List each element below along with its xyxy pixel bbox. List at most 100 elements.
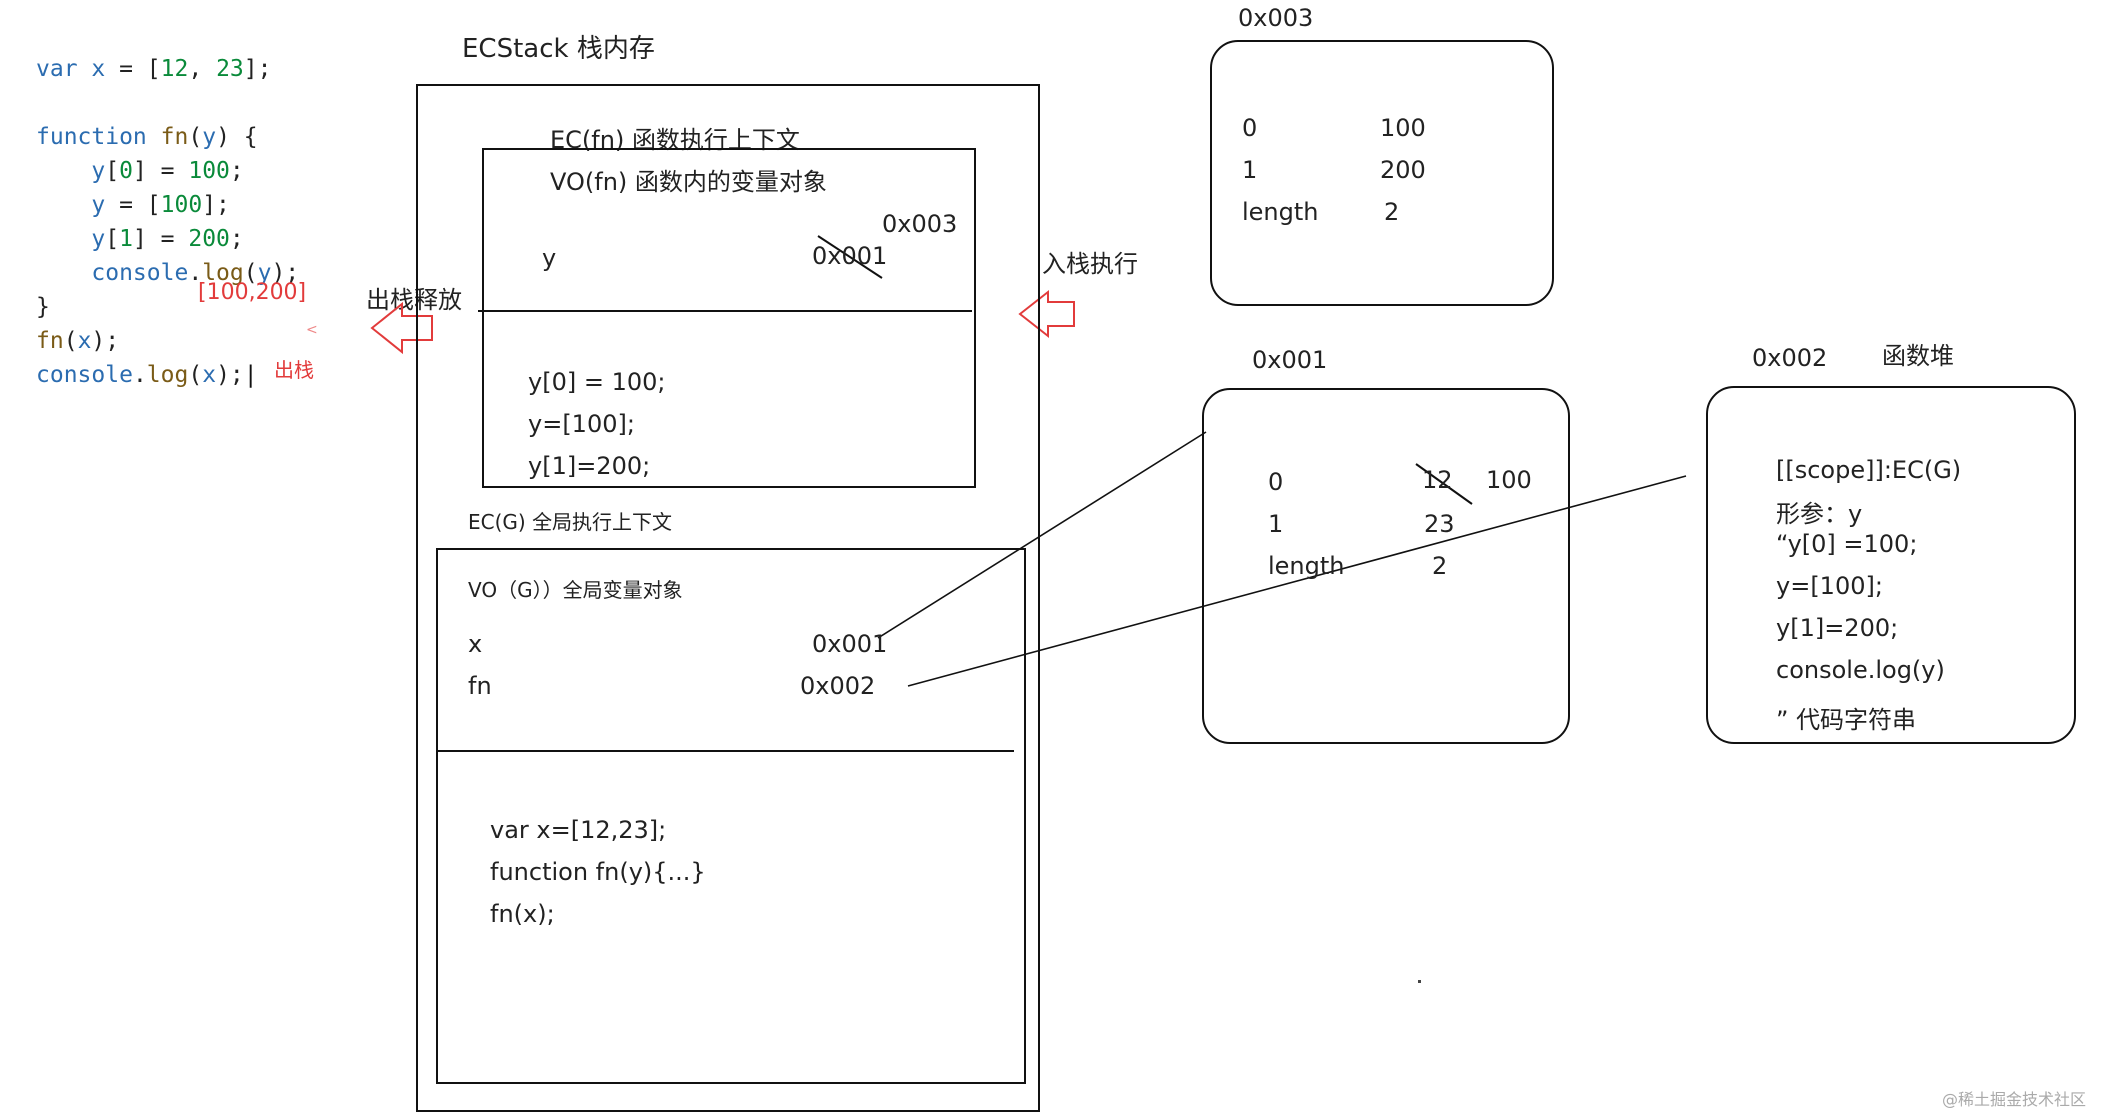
pointer-fn-to-0x002 bbox=[907, 475, 1687, 687]
ec-fn-code-line: y=[100]; bbox=[528, 410, 635, 438]
code-annotation-pop: 出栈 bbox=[274, 358, 314, 382]
vo-g-var-address: 0x001 bbox=[812, 630, 888, 658]
code-annotation-result: [100,200] bbox=[198, 280, 307, 305]
ecstack-box bbox=[416, 84, 1040, 1112]
ecstack-title: ECStack 栈内存 bbox=[462, 34, 655, 64]
code-line-7: } bbox=[36, 290, 299, 324]
vo-fn-var-y: y bbox=[542, 244, 557, 272]
heap-0x002-box bbox=[1706, 386, 2076, 744]
ec-g-code-line: function fn(y){...} bbox=[490, 858, 706, 886]
heap-0x001-key: 1 bbox=[1268, 510, 1284, 538]
heap-0x001-key: length bbox=[1268, 552, 1345, 580]
ec-g-code-line: fn(x); bbox=[490, 900, 555, 928]
heap-0x003-value: 100 bbox=[1380, 114, 1426, 142]
heap-0x002-label: 0x002 bbox=[1752, 344, 1828, 372]
code-punc: ); bbox=[216, 362, 244, 388]
code-number: 12 bbox=[160, 56, 189, 82]
vo-g-var-name: x bbox=[468, 630, 483, 658]
heap-0x003-key: length bbox=[1242, 198, 1319, 226]
code-punc: , bbox=[188, 56, 217, 82]
code-punc: ); bbox=[271, 260, 300, 286]
code-method: log bbox=[202, 260, 244, 286]
code-identifier: x bbox=[77, 328, 92, 354]
heap-0x001-label: 0x001 bbox=[1252, 346, 1328, 374]
heap-0x003-value: 2 bbox=[1384, 198, 1400, 226]
ec-g-divider bbox=[436, 750, 1014, 752]
code-param: y bbox=[202, 124, 217, 150]
code-identifier: y bbox=[91, 226, 106, 252]
code-object: console bbox=[36, 362, 133, 388]
code-line-6: console.log(y); bbox=[36, 256, 299, 290]
heap-0x003-label: 0x003 bbox=[1238, 4, 1314, 32]
code-line-1: var x = [12, 23]; bbox=[36, 52, 299, 86]
heap-0x002-line: ” 代码字符串 bbox=[1776, 706, 1917, 734]
code-punc: . bbox=[188, 260, 203, 286]
code-function-name: fn bbox=[160, 124, 189, 150]
heap-0x002-line: “y[0] =100; bbox=[1776, 530, 1918, 558]
vo-g-var-name: fn bbox=[468, 672, 492, 700]
ec-fn-code-line: y[0] = 100; bbox=[528, 368, 666, 396]
pointer-x-to-0x001 bbox=[877, 431, 1207, 639]
heap-0x001-box bbox=[1202, 388, 1570, 744]
heap-0x003-key: 1 bbox=[1242, 156, 1258, 184]
pop-release-label: 出栈释放 bbox=[366, 286, 462, 314]
heap-0x003-key: 0 bbox=[1242, 114, 1258, 142]
code-punc: ]; bbox=[243, 56, 272, 82]
code-line-8: fn(x); bbox=[36, 324, 299, 358]
vo-fn-new-address: 0x003 bbox=[882, 210, 958, 238]
code-keyword: var bbox=[36, 56, 78, 82]
heap-0x001-value: 23 bbox=[1424, 510, 1455, 538]
code-punc: [ bbox=[105, 158, 120, 184]
code-method: log bbox=[146, 362, 189, 388]
code-identifier: y bbox=[91, 158, 106, 184]
code-punc: ); bbox=[91, 328, 120, 354]
heap-0x002-line: y=[100]; bbox=[1776, 572, 1883, 600]
code-number: 23 bbox=[216, 56, 244, 82]
code-punc: = [ bbox=[105, 192, 161, 218]
code-punc: ; bbox=[229, 226, 244, 252]
ec-g-box bbox=[436, 548, 1026, 1084]
code-number: 100 bbox=[188, 158, 230, 184]
heap-0x002-line: console.log(y) bbox=[1776, 656, 1945, 684]
code-snippet: var x = [12, 23]; function fn(y) { y[0] … bbox=[36, 52, 299, 392]
heap-0x002-title: 函数堆 bbox=[1882, 342, 1954, 370]
vo-fn-old-address: 0x001 bbox=[812, 242, 888, 270]
vo-fn-title: VO(fn) 函数内的变量对象 bbox=[550, 168, 827, 196]
watermark: @稀土掘金技术社区 bbox=[1941, 1090, 2086, 1109]
ec-fn-code-line: y[1]=200; bbox=[528, 452, 651, 480]
heap-0x003-value: 200 bbox=[1380, 156, 1426, 184]
code-punc: ) { bbox=[216, 124, 258, 150]
code-identifier: x bbox=[202, 362, 217, 388]
heap-0x001-key: 0 bbox=[1268, 468, 1284, 496]
code-punc: ( bbox=[243, 260, 258, 286]
push-arrow-icon bbox=[1018, 289, 1075, 339]
code-punc: ( bbox=[63, 328, 78, 354]
ec-fn-box bbox=[482, 148, 976, 488]
vo-g-var-address: 0x002 bbox=[800, 672, 876, 700]
strike-old-value bbox=[1415, 463, 1473, 505]
heap-0x001-value: 2 bbox=[1432, 552, 1448, 580]
caret-mark: < bbox=[306, 322, 318, 338]
code-punc: = [ bbox=[105, 56, 161, 82]
code-punc: ( bbox=[188, 362, 203, 388]
code-punc: ] = bbox=[132, 158, 189, 184]
code-punc: } bbox=[36, 294, 50, 320]
stray-dot bbox=[1418, 980, 1421, 983]
heap-0x001-old-value: 12 bbox=[1422, 466, 1453, 494]
vo-g-title: VO（G））全局变量对象 bbox=[468, 578, 683, 602]
code-line-2: function fn(y) { bbox=[36, 120, 299, 154]
code-number: 1 bbox=[119, 226, 133, 252]
code-function-name: fn bbox=[36, 328, 64, 354]
strike-old-address bbox=[817, 235, 883, 279]
heap-0x003-box bbox=[1210, 40, 1554, 306]
code-punc: [ bbox=[105, 226, 120, 252]
code-punc: ] = bbox=[132, 226, 189, 252]
ec-g-code-line: var x=[12,23]; bbox=[490, 816, 667, 844]
code-punc: . bbox=[132, 362, 147, 388]
code-number: 100 bbox=[160, 192, 203, 218]
heap-0x002-line: [[scope]]:EC(G) bbox=[1776, 456, 1962, 484]
heap-0x002-line: 形参：y bbox=[1776, 500, 1863, 528]
code-number: 0 bbox=[119, 158, 133, 184]
code-identifier: y bbox=[257, 260, 272, 286]
